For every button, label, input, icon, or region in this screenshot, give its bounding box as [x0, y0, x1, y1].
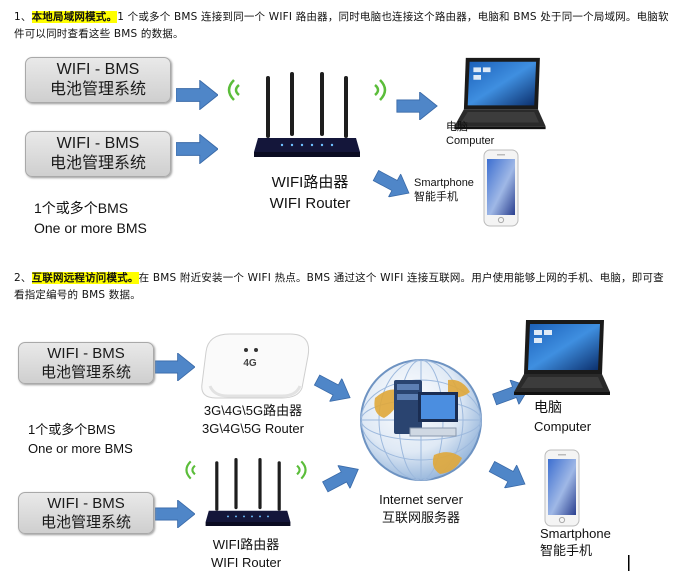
computer-label: 电脑 Computer [446, 120, 494, 148]
bms-box-subtitle: 电池管理系统 [49, 81, 146, 98]
computer-label-en: Computer [534, 419, 592, 434]
arrow-router-to-phone [369, 163, 416, 206]
smartphone-label-en: Smartphone [414, 177, 474, 189]
arrow-router-to-server [318, 457, 365, 499]
server-label-cn: 互联网服务器 [381, 510, 460, 525]
smartphone-icon [544, 449, 580, 527]
bms-count-label: 1个或多个BMS One or more BMS [34, 198, 147, 238]
section2-description: 2、互联网远程访问模式。在 BMS 附近安装一个 WIFI 热点。BMS 通过这… [14, 270, 674, 304]
smartphone-label: Smartphone 智能手机 [540, 525, 611, 559]
arrow-bms2-to-router [155, 500, 195, 528]
router-label: WIFI路由器 WIFI Router [250, 172, 370, 214]
mobile-router-label: 3G\4G\5G路由器 3G\4G\5G Router [188, 402, 318, 438]
bms-box-subtitle: 电池管理系统 [40, 514, 131, 531]
smartphone-icon [483, 149, 519, 227]
arrow-bms1-to-router [176, 80, 218, 110]
bms-box-title: WIFI - BMS [56, 135, 140, 152]
bms-box-title: WIFI - BMS [47, 345, 125, 362]
router-label: WIFI路由器 WIFI Router [186, 536, 306, 572]
wifi-signal-icon [185, 460, 197, 480]
bms-box-3: WIFI - BMS 电池管理系统 [18, 342, 154, 384]
bms-count-cn: 1个或多个BMS [34, 200, 129, 216]
computer-label: 电脑 Computer [534, 398, 591, 436]
section2-title: 互联网远程访问模式。 [31, 272, 139, 284]
bms-box-2: WIFI - BMS 电池管理系统 [25, 131, 171, 177]
wifi-router-icon [254, 72, 360, 157]
mobile-router-label-cn: 3G\4G\5G路由器 [203, 403, 303, 418]
smartphone-label-en: Smartphone [540, 526, 611, 541]
mobile-router-icon: 4G [201, 333, 310, 399]
server-label: Internet server 互联网服务器 [366, 491, 476, 527]
internet-server-globe-icon [360, 359, 482, 481]
arrow-server-to-phone [485, 454, 532, 497]
arrow-router-to-computer [396, 92, 438, 120]
wifi-router-icon [205, 458, 291, 526]
server-label-en: Internet server [379, 492, 463, 507]
bms-count-en: One or more BMS [28, 441, 133, 456]
smartphone-label-cn: 智能手机 [414, 191, 458, 203]
bms-count-en: One or more BMS [34, 220, 147, 236]
computer-label-en: Computer [446, 135, 495, 147]
bms-count-label: 1个或多个BMS One or more BMS [28, 420, 133, 458]
bms-box-subtitle: 电池管理系统 [40, 364, 131, 381]
bms-box-4: WIFI - BMS 电池管理系统 [18, 492, 154, 534]
section1-description: 1、本地局域网模式。1 个或多个 BMS 连接到同一个 WIFI 路由器，同时电… [14, 9, 674, 43]
bms-count-cn: 1个或多个BMS [28, 422, 116, 437]
mobile-router-logo: 4G [243, 358, 257, 369]
section1-number: 1、 [14, 11, 32, 23]
smartphone-label: Smartphone 智能手机 [414, 176, 474, 204]
bms-box-1: WIFI - BMS 电池管理系统 [25, 57, 171, 103]
section2-number: 2、 [14, 272, 32, 284]
router-label-cn: WIFI路由器 [271, 174, 349, 191]
router-label-cn: WIFI路由器 [212, 537, 280, 552]
wifi-signal-icon [227, 78, 241, 102]
router-label-en: WIFI Router [269, 195, 351, 212]
wifi-signal-icon [373, 78, 387, 102]
router-label-en: WIFI Router [210, 555, 282, 570]
computer-label-cn: 电脑 [534, 399, 562, 415]
wifi-signal-icon [295, 460, 307, 480]
computer-label-cn: 电脑 [446, 121, 468, 133]
smartphone-label-cn: 智能手机 [540, 543, 593, 558]
bms-box-title: WIFI - BMS [56, 61, 140, 78]
arrow-bms1-to-mobile-router [155, 353, 195, 381]
section2-text: 在 BMS 附近安装一个 WIFI 热点。BMS 通过这个 WIFI 连接互联网… [14, 272, 664, 301]
mobile-router-label-en: 3G\4G\5G Router [202, 421, 304, 436]
text-cursor-mark [628, 555, 630, 571]
laptop-icon [514, 320, 610, 395]
section1-text: 1 个或多个 BMS 连接到同一个 WIFI 路由器，同时电脑也连接这个路由器，… [14, 11, 669, 40]
arrow-bms2-to-router [176, 134, 218, 164]
laptop-icon [454, 57, 546, 130]
bms-box-title: WIFI - BMS [47, 495, 125, 512]
bms-box-subtitle: 电池管理系统 [49, 155, 146, 172]
section1-title: 本地局域网模式。 [31, 11, 118, 23]
